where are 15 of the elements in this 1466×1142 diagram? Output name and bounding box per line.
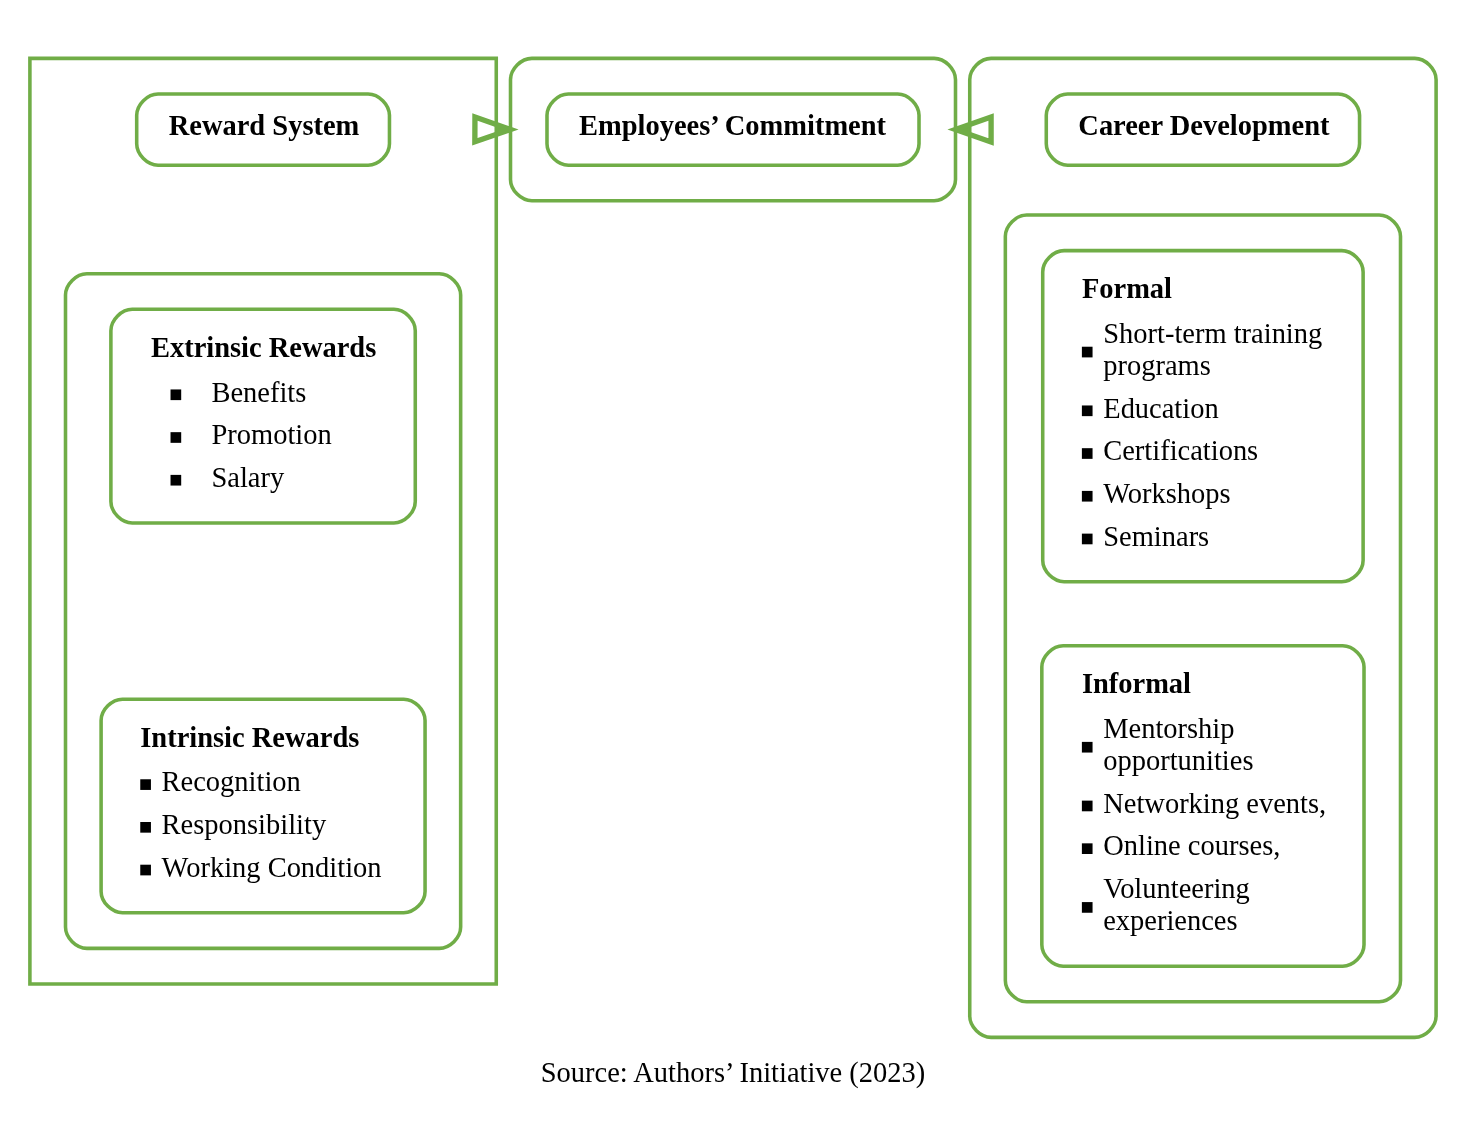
node-box: Intrinsic Rewards Recognition Responsibility Working Condition — [99, 697, 427, 915]
arrow — [472, 113, 519, 146]
cluster — [63, 271, 463, 951]
cluster — [508, 56, 958, 203]
cluster — [28, 56, 499, 986]
node-box: Informal Mentorship opportunities Networking events, Online courses, Volunteering experiences — [1040, 644, 1366, 968]
node-box: Formal Short-term training programs Education Certifications Workshops Seminars — [1040, 248, 1365, 584]
node-box: Extrinsic Rewards Benefits Promotion Salary — [109, 307, 418, 525]
arrow — [947, 113, 994, 146]
node-box: Reward System — [134, 92, 392, 167]
cluster — [967, 56, 1438, 1040]
node-box: Career Development — [1044, 92, 1362, 167]
caption: Source: Authors’ Initiative (2023) — [540, 1056, 926, 1088]
cluster — [1003, 213, 1403, 1004]
node-box: Employees’ Commitment — [545, 92, 921, 167]
